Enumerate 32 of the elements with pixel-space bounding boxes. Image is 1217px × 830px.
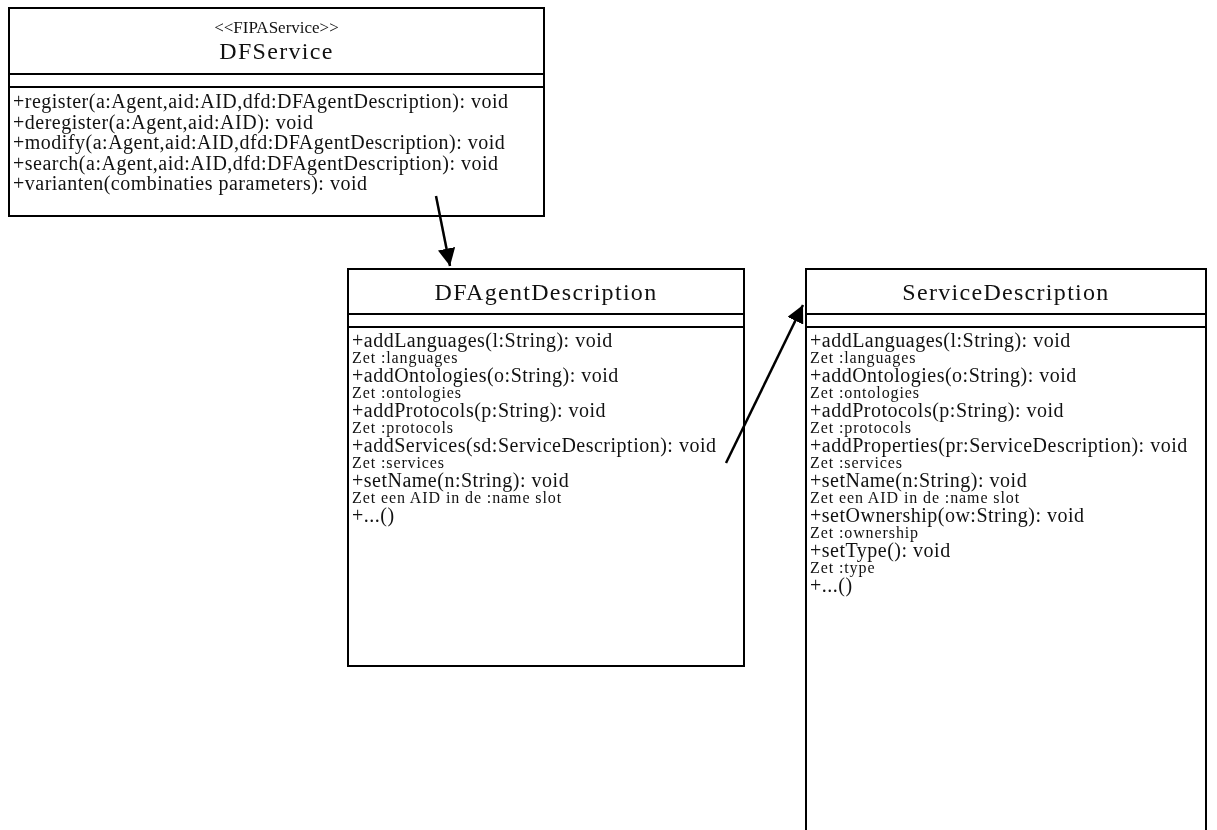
note-text: Zet :services xyxy=(810,455,903,471)
note-text: Zet :languages xyxy=(810,350,917,366)
arrow xyxy=(434,195,456,267)
operation-text: +modify(a:Agent,aid:AID,dfd:DFAgentDescription): void xyxy=(13,132,507,153)
class-name: DFAgentDescription xyxy=(434,277,658,306)
note-text: Zet :protocols xyxy=(352,420,454,436)
operation-text: +addProtocols(p:String): void xyxy=(810,401,1066,420)
note-text: Zet :services xyxy=(352,455,445,471)
class-box xyxy=(8,7,545,217)
operation-text: +varianten(combinaties parameters): void xyxy=(13,173,368,194)
note-text: Zet :protocols xyxy=(810,420,912,436)
operation-text: +...() xyxy=(810,576,853,595)
note-text: Zet :ownership xyxy=(810,525,920,541)
operation-text: +addLanguages(l:String): void xyxy=(810,331,1072,350)
operation-text: +...() xyxy=(352,506,396,525)
operation-text: +setName(n:String): void xyxy=(352,471,571,490)
operation-text: +addOntologies(o:String): void xyxy=(810,366,1078,385)
operation-text: +setName(n:String): void xyxy=(810,471,1029,490)
operation-text: +setOwnership(ow:String): void xyxy=(810,506,1086,525)
class-name: DFService xyxy=(219,36,334,65)
operation-text: +addProtocols(p:String): void xyxy=(352,401,608,420)
arrow xyxy=(724,304,805,464)
class-box xyxy=(805,268,1207,830)
note-text: Zet :languages xyxy=(352,350,459,366)
operation-text: +register(a:Agent,aid:AID,dfd:DFAgentDescription): void xyxy=(13,91,510,112)
note-text: Zet :ontologies xyxy=(352,385,462,401)
note-text: Zet :ontologies xyxy=(810,385,920,401)
class-box xyxy=(347,268,745,667)
operation-text: +addLanguages(l:String): void xyxy=(352,331,614,350)
stereotype-label: <<FIPAService>> xyxy=(214,17,339,37)
class-name: ServiceDescription xyxy=(902,277,1110,306)
operation-text: +addOntologies(o:String): void xyxy=(352,366,620,385)
